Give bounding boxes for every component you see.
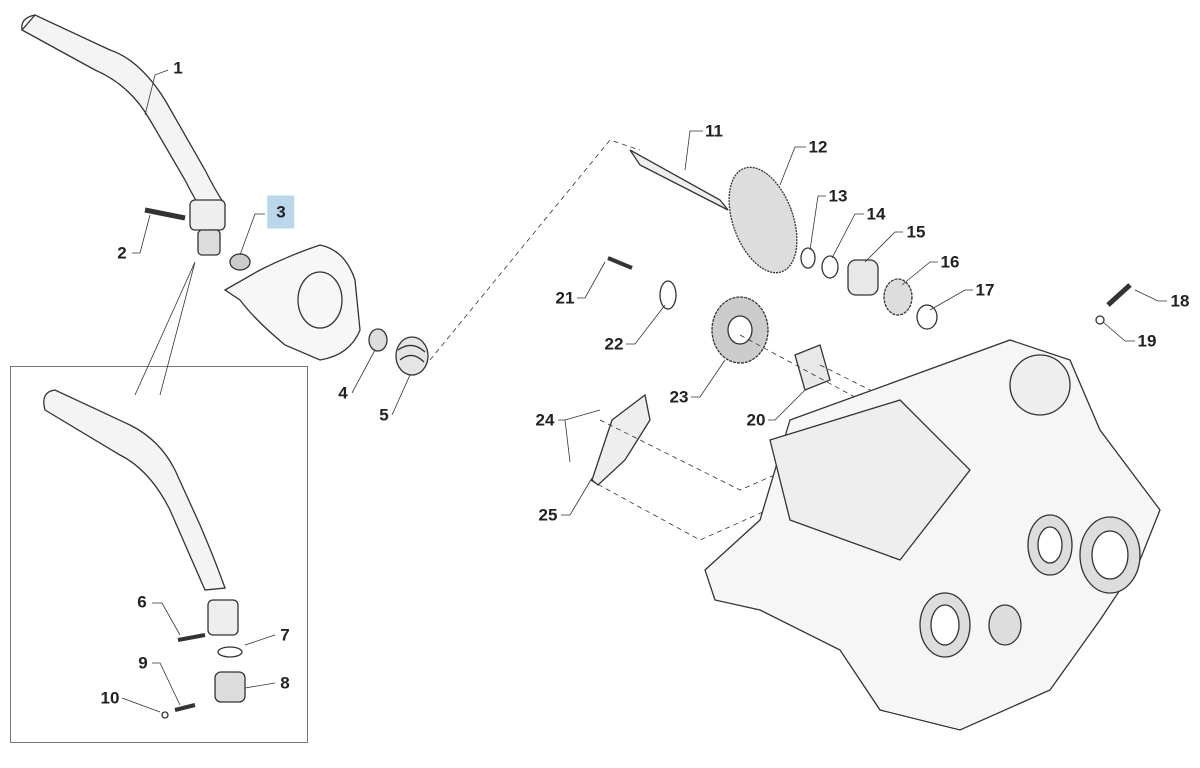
washer-22 (659, 280, 677, 310)
callout-20[interactable]: 20 (746, 410, 766, 430)
callout-16[interactable]: 16 (940, 252, 960, 272)
callout-19[interactable]: 19 (1137, 331, 1157, 351)
seal-3 (229, 253, 251, 271)
callout-22[interactable]: 22 (604, 334, 624, 354)
crankcase (704, 339, 1161, 731)
callout-1[interactable]: 1 (173, 58, 183, 78)
spring-16 (883, 278, 913, 316)
ring-14 (821, 255, 839, 279)
callout-17[interactable]: 17 (975, 280, 995, 300)
bolt-18 (1106, 283, 1132, 307)
callout-13[interactable]: 13 (828, 186, 848, 206)
callout-21[interactable]: 21 (555, 288, 575, 308)
washer-17 (916, 304, 938, 330)
callout-5[interactable]: 5 (379, 405, 389, 425)
washer-13 (800, 247, 816, 269)
bolt-2 (144, 207, 186, 221)
ratchet-15 (847, 259, 879, 296)
guide-25 (591, 393, 651, 486)
callout-6[interactable]: 6 (137, 592, 147, 612)
callout-8[interactable]: 8 (280, 673, 290, 693)
bushing-20 (794, 344, 831, 391)
callout-9[interactable]: 9 (138, 653, 148, 673)
callout-25[interactable]: 25 (538, 505, 558, 525)
callout-14[interactable]: 14 (866, 204, 886, 224)
bolt-21 (607, 256, 633, 270)
callout-4[interactable]: 4 (338, 383, 348, 403)
callout-15[interactable]: 15 (906, 222, 926, 242)
callout-23[interactable]: 23 (669, 387, 689, 407)
callout-18[interactable]: 18 (1170, 291, 1190, 311)
callout-3-highlighted[interactable]: 3 (267, 195, 295, 229)
seal-4 (368, 328, 388, 352)
callout-7[interactable]: 7 (280, 625, 290, 645)
callout-12[interactable]: 12 (808, 137, 828, 157)
callout-11[interactable]: 11 (705, 121, 723, 141)
callout-24[interactable]: 24 (535, 410, 555, 430)
callout-2[interactable]: 2 (117, 243, 127, 263)
shaft-11 (629, 149, 729, 211)
gear-12 (728, 166, 798, 274)
detail-inset-frame (10, 366, 308, 743)
washer-19 (1095, 315, 1105, 325)
kick-lever-detail (43, 389, 246, 719)
kick-lever (20, 14, 226, 256)
callout-10[interactable]: 10 (100, 688, 120, 708)
